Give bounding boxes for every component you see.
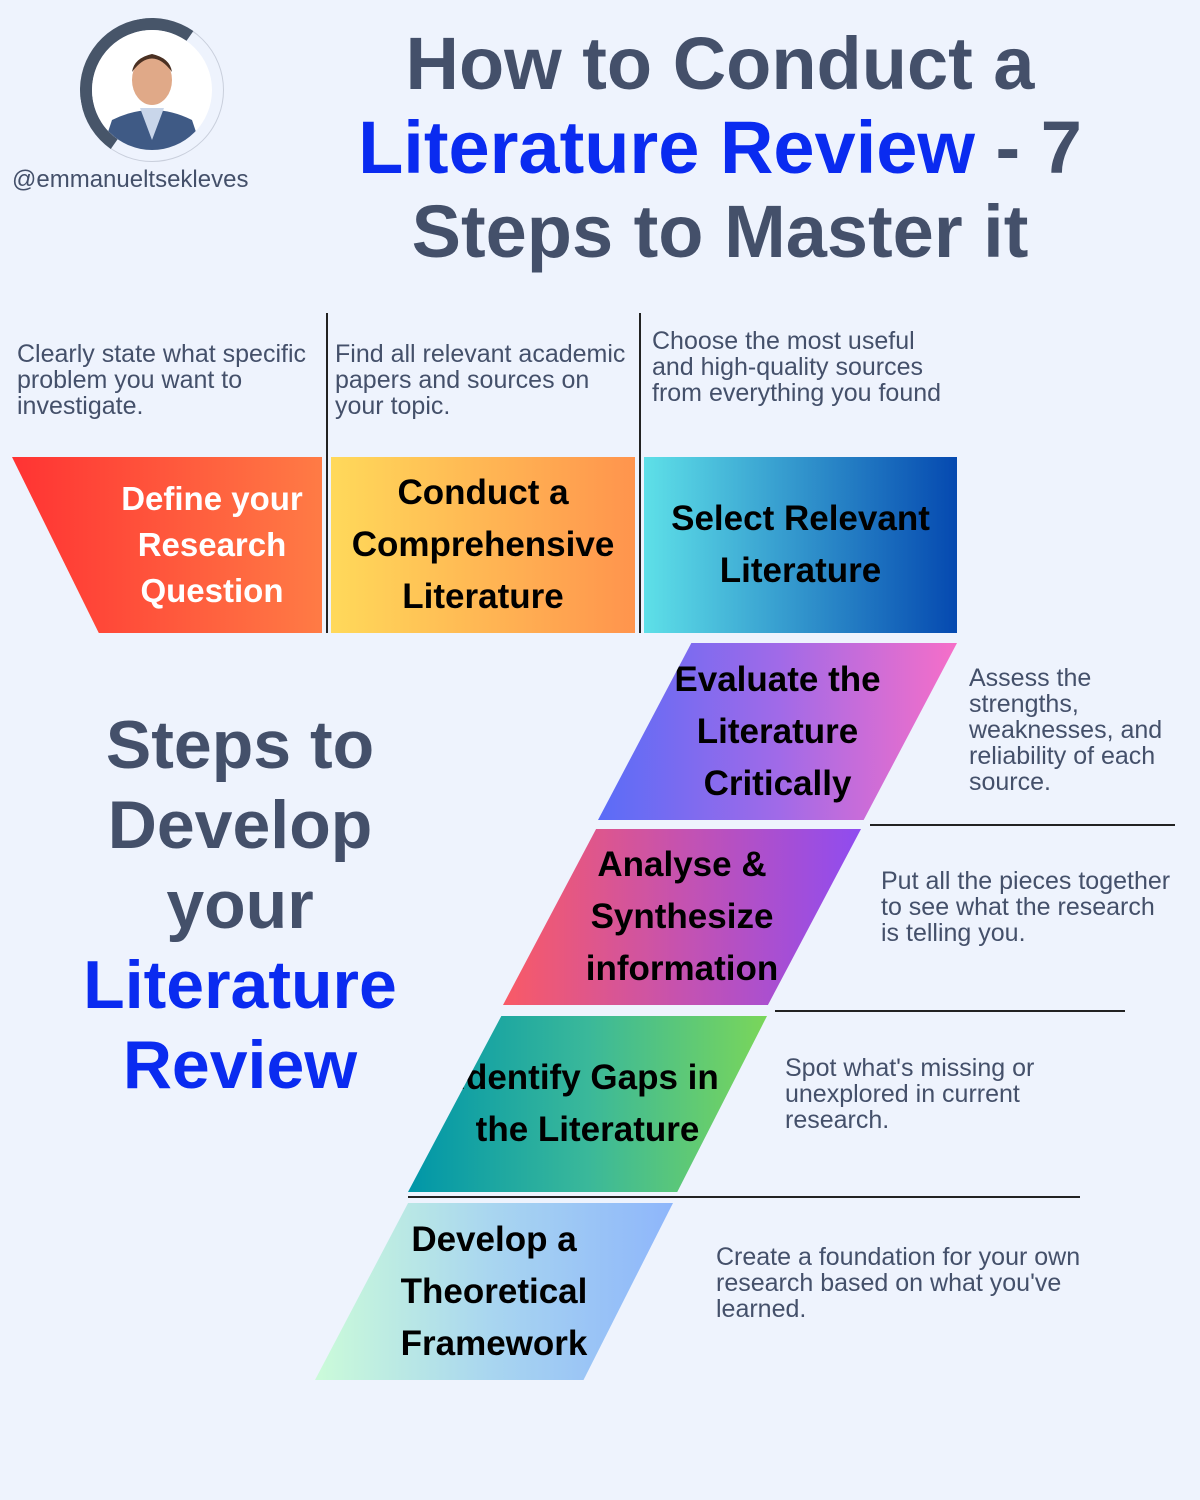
step-6-label: Identify Gaps in the Literature [456, 1058, 719, 1149]
avatar-ring [80, 18, 224, 162]
step-7-description: Create a foundation for your own researc… [716, 1243, 1081, 1323]
divider [775, 1010, 1125, 1012]
side-title-highlight: Literature [83, 947, 397, 1023]
side-title-highlight: Review [122, 1027, 358, 1103]
step-4-label: Evaluate the Literature Critically [674, 659, 881, 803]
side-title-line: Steps to [105, 707, 375, 783]
step-4-description: Assess the strengths, weaknesses, and re… [969, 664, 1163, 796]
step-5-description: Put all the pieces together to see what … [881, 867, 1171, 947]
step-1-description: Clearly state what specific problem you … [17, 340, 307, 420]
step-3-label: Select Relevant Literature [671, 499, 930, 590]
step-6-shape: Identify Gaps in the Literature [408, 1016, 767, 1192]
step-4-shape: Evaluate the Literature Critically [598, 643, 957, 820]
author-handle: @emmanueltsekleves [12, 166, 249, 193]
side-title-line: Develop [107, 787, 373, 863]
step-1-shape: Define your Research Question [12, 457, 322, 633]
step-2-shape: Conduct a Comprehensive Literature [331, 457, 635, 633]
side-title: Steps to Develop your Literature Review [20, 705, 460, 1105]
divider [326, 313, 328, 633]
title-highlight: Literature Review [358, 106, 975, 189]
step-5-shape: Analyse & Synthesize information [503, 829, 861, 1005]
step-2-description: Find all relevant academic papers and so… [335, 340, 626, 420]
title-line-3: Steps to Master it [411, 190, 1029, 273]
step-3-shape: Select Relevant Literature [644, 457, 957, 633]
step-7-label: Develop a Theoretical Framework [400, 1219, 588, 1363]
title-line-1: How to Conduct a [405, 22, 1035, 105]
page-title: How to Conduct a Literature Review - 7 S… [260, 22, 1180, 274]
title-line-2: Literature Review - 7 [260, 106, 1180, 190]
step-3-description: Choose the most useful and high-quality … [652, 327, 942, 407]
avatar [92, 30, 212, 150]
divider [870, 824, 1175, 826]
step-1-label: Define your Research Question [121, 480, 303, 609]
divider [408, 1196, 1080, 1198]
title-rest: - 7 [974, 106, 1082, 189]
divider [639, 313, 641, 633]
step-6-description: Spot what's missing or unexplored in cur… [785, 1054, 1035, 1134]
step-2-label: Conduct a Comprehensive Literature [351, 473, 615, 616]
side-title-line: your [166, 867, 314, 943]
step-5-label: Analyse & Synthesize information [585, 845, 779, 988]
step-7-shape: Develop a Theoretical Framework [315, 1203, 673, 1380]
